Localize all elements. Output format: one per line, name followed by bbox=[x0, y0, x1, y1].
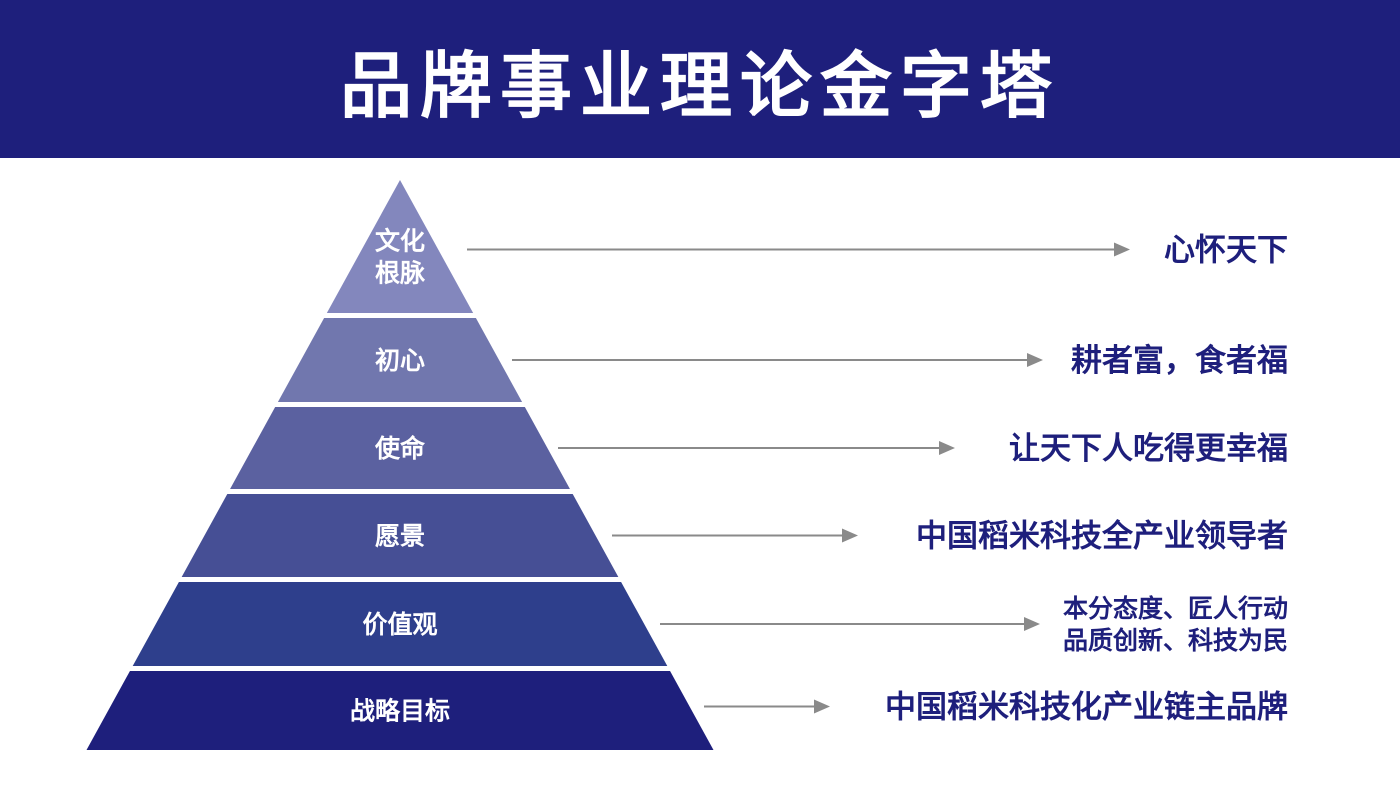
tier-5-description: 本分态度、匠人行动 bbox=[1063, 594, 1288, 623]
pyramid-tier-4 bbox=[181, 494, 619, 577]
tier-6-description: 中国稻米科技化产业链主品牌 bbox=[885, 690, 1288, 726]
tier-1-label: 文化 bbox=[375, 227, 425, 256]
tier-3-description: 让天下人吃得更幸福 bbox=[1009, 431, 1288, 467]
pyramid-tier-5 bbox=[132, 582, 668, 666]
tier-2-label: 初心 bbox=[375, 346, 425, 375]
tier-1-arrowhead bbox=[1114, 242, 1130, 257]
tier-2-arrowhead bbox=[1027, 353, 1043, 367]
tier-5-arrowhead bbox=[1024, 617, 1040, 631]
tier-3-arrowhead bbox=[939, 441, 955, 455]
pyramid-tier-2 bbox=[277, 318, 523, 402]
tier-3-label: 使命 bbox=[374, 434, 426, 463]
tier-4-arrowhead bbox=[842, 528, 858, 543]
tier-5-label: 价值观 bbox=[362, 610, 437, 639]
tier-1-label: 根脉 bbox=[375, 259, 426, 288]
pyramid-tier-1 bbox=[326, 180, 474, 313]
tier-4-description: 中国稻米科技全产业领导者 bbox=[916, 519, 1288, 555]
tier-2-description: 耕者富，食者福 bbox=[1071, 343, 1288, 379]
tier-1-description: 心怀天下 bbox=[1164, 233, 1288, 269]
tier-6-label: 战略目标 bbox=[350, 697, 450, 726]
tier-6-arrowhead bbox=[814, 699, 830, 714]
pyramid-tier-3 bbox=[230, 407, 570, 489]
header-banner: 品牌事业理论金字塔 bbox=[0, 0, 1400, 158]
tier-5-description: 品质创新、科技为民 bbox=[1063, 626, 1288, 655]
page-title: 品牌事业理论金字塔 bbox=[339, 43, 1060, 128]
tier-4-label: 愿景 bbox=[375, 522, 425, 551]
pyramid-tier-6 bbox=[86, 671, 714, 750]
